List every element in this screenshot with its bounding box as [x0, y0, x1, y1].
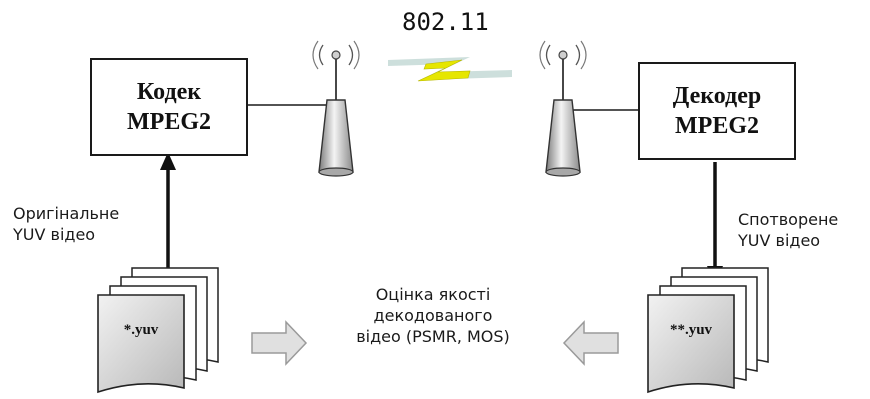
quality-evaluation-line2: декодованого — [373, 306, 493, 325]
source-video-label: Оригінальне YUV відео — [13, 203, 119, 245]
received-video-label-line2: YUV відео — [738, 231, 821, 250]
left-antenna-icon — [312, 40, 360, 177]
quality-evaluation-line1: Оцінка якості — [375, 285, 491, 304]
network-standard-label: 802.11 — [402, 8, 489, 36]
quality-evaluation-label: Оцінка якості декодованого відео (PSMR, … — [318, 284, 548, 347]
encoder-label-line2: MPEG2 — [127, 109, 211, 135]
source-file-stack-icon — [97, 267, 219, 394]
source-video-label-line1: Оригінальне — [13, 204, 120, 223]
wireless-link-bolt — [388, 57, 512, 82]
received-to-evaluation-arrow — [562, 320, 619, 366]
right-antenna-icon — [539, 40, 587, 177]
decoder-label-line2: MPEG2 — [675, 113, 759, 139]
decoder-label-line1: Декодер — [672, 83, 762, 109]
source-to-encoder-arrow — [160, 152, 176, 275]
source-to-evaluation-arrow — [251, 320, 308, 366]
source-file-name: *.yuv — [123, 322, 159, 338]
source-video-label-line2: YUV відео — [13, 225, 96, 244]
encoder-box: Кодек MPEG2 — [90, 58, 248, 156]
received-file-stack-icon — [647, 267, 769, 394]
decoder-to-received-arrow — [707, 162, 723, 284]
received-file-name: **.yuv — [669, 322, 713, 338]
received-video-label: Спотворене YUV відео — [738, 209, 838, 251]
encoder-label-line1: Кодек — [136, 79, 202, 105]
decoder-box: Декодер MPEG2 — [638, 62, 796, 160]
received-video-label-line1: Спотворене — [738, 210, 839, 229]
quality-evaluation-line3: відео (PSMR, MOS) — [356, 327, 510, 346]
